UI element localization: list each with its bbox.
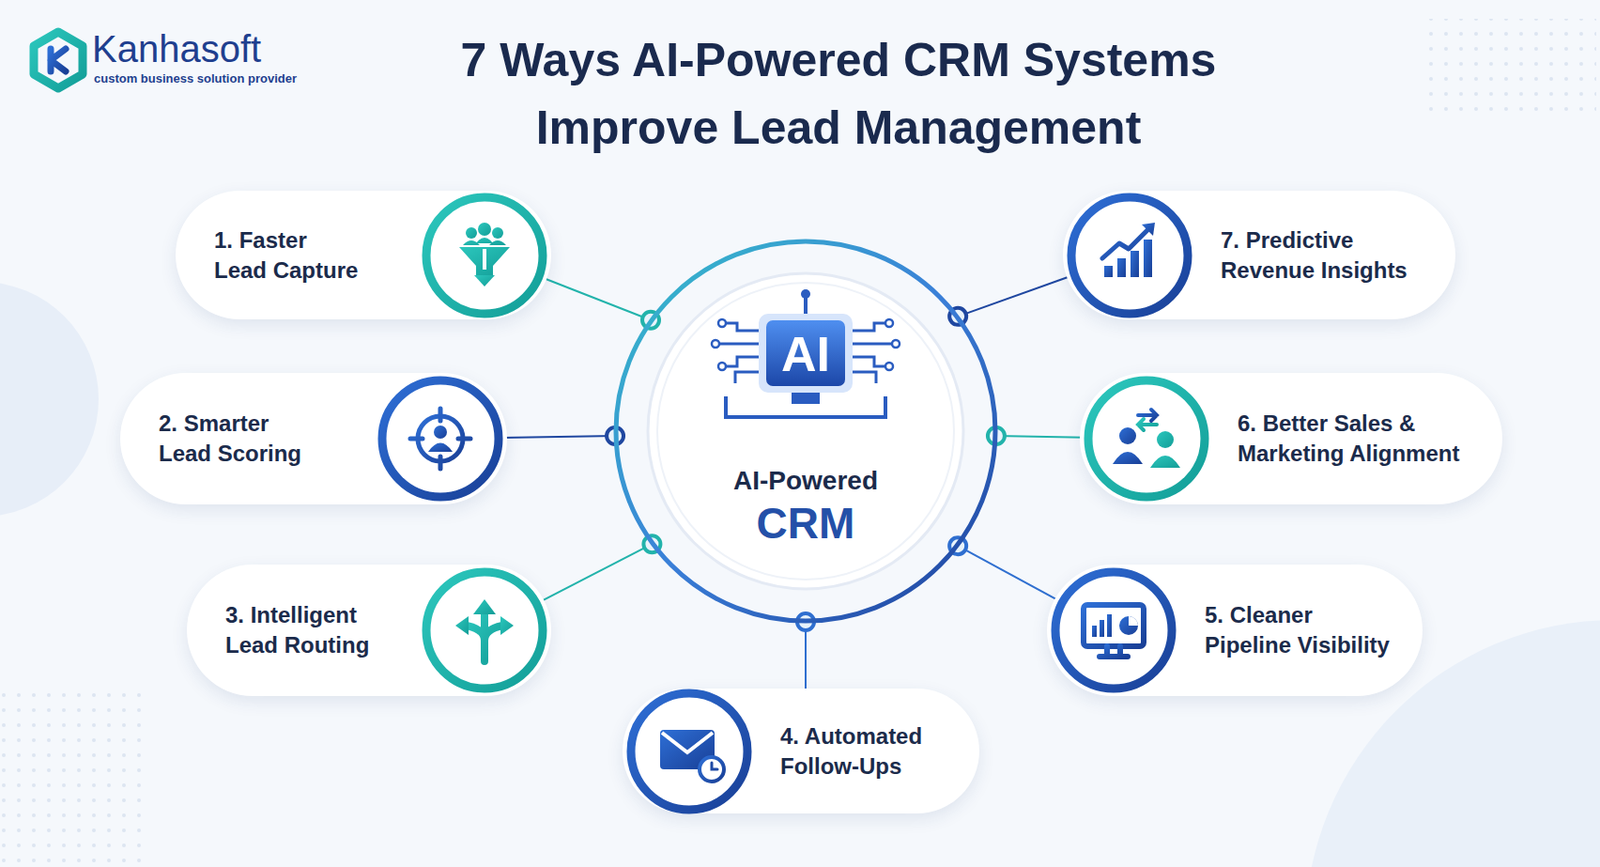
routing-icon <box>419 565 550 695</box>
connector-line <box>541 277 651 321</box>
feature-pill: 1. Faster Lead Capture <box>175 190 552 320</box>
logo-wordmark: Kanhasoft <box>92 28 262 70</box>
feature-pill: 5. Cleaner Pipeline Visibility <box>1046 564 1423 696</box>
dot-pattern <box>0 685 141 864</box>
connector <box>502 427 624 445</box>
connector <box>949 276 1072 325</box>
connector-line <box>957 276 1072 317</box>
pill-label: 7. Predictive Revenue Insights <box>1220 225 1411 286</box>
pill-label: 6. Better Sales & Marketing Alignment <box>1237 408 1463 469</box>
pill-label: 4. Automated Follow-Ups <box>780 721 926 782</box>
pill-label: 2. Smarter Lead Scoring <box>158 408 306 469</box>
center-text: AI-PoweredCRM <box>613 463 999 549</box>
center-subtitle: AI-Powered <box>613 463 999 498</box>
connector-line <box>996 435 1085 438</box>
feature-pill: 7. Predictive Revenue Insights <box>1062 190 1456 320</box>
chip-label: AI <box>613 326 999 382</box>
funnel-icon <box>419 190 550 321</box>
connector <box>949 537 1060 600</box>
target-icon <box>375 373 506 504</box>
connector-line <box>957 545 1060 600</box>
connector <box>987 427 1085 445</box>
deco-circle <box>0 281 99 517</box>
growth-chart-icon <box>1064 190 1195 321</box>
feature-pill: 2. Smarter Lead Scoring <box>120 372 508 505</box>
pill-label: 3. Intelligent Lead Routing <box>225 600 373 661</box>
team-icon <box>1081 373 1212 504</box>
logo-mark <box>33 31 83 89</box>
title: 7 Ways AI-Powered CRM Systems Improve Le… <box>459 26 1218 162</box>
mail-clock-icon <box>624 686 754 816</box>
feature-pill: 4. Automated Follow-Ups <box>622 688 980 814</box>
connector <box>539 535 662 602</box>
monitor-chart-icon <box>1048 565 1179 695</box>
center-circle: AI AI-PoweredCRM <box>613 238 999 624</box>
feature-pill: 3. Intelligent Lead Routing <box>186 564 552 696</box>
connector <box>541 277 660 329</box>
pill-label: 5. Cleaner Pipeline Visibility <box>1204 600 1393 661</box>
center-heading: CRM <box>613 497 999 549</box>
connector-line <box>502 435 616 438</box>
connector <box>797 613 815 689</box>
connector-line <box>539 543 653 602</box>
logo-tagline: custom business solution provider <box>93 71 297 87</box>
center-ring <box>613 238 999 624</box>
dot-pattern <box>1417 18 1597 123</box>
feature-pill: 6. Better Sales & Marketing Alignment <box>1079 372 1503 505</box>
pill-label: 1. Faster Lead Capture <box>214 225 362 286</box>
